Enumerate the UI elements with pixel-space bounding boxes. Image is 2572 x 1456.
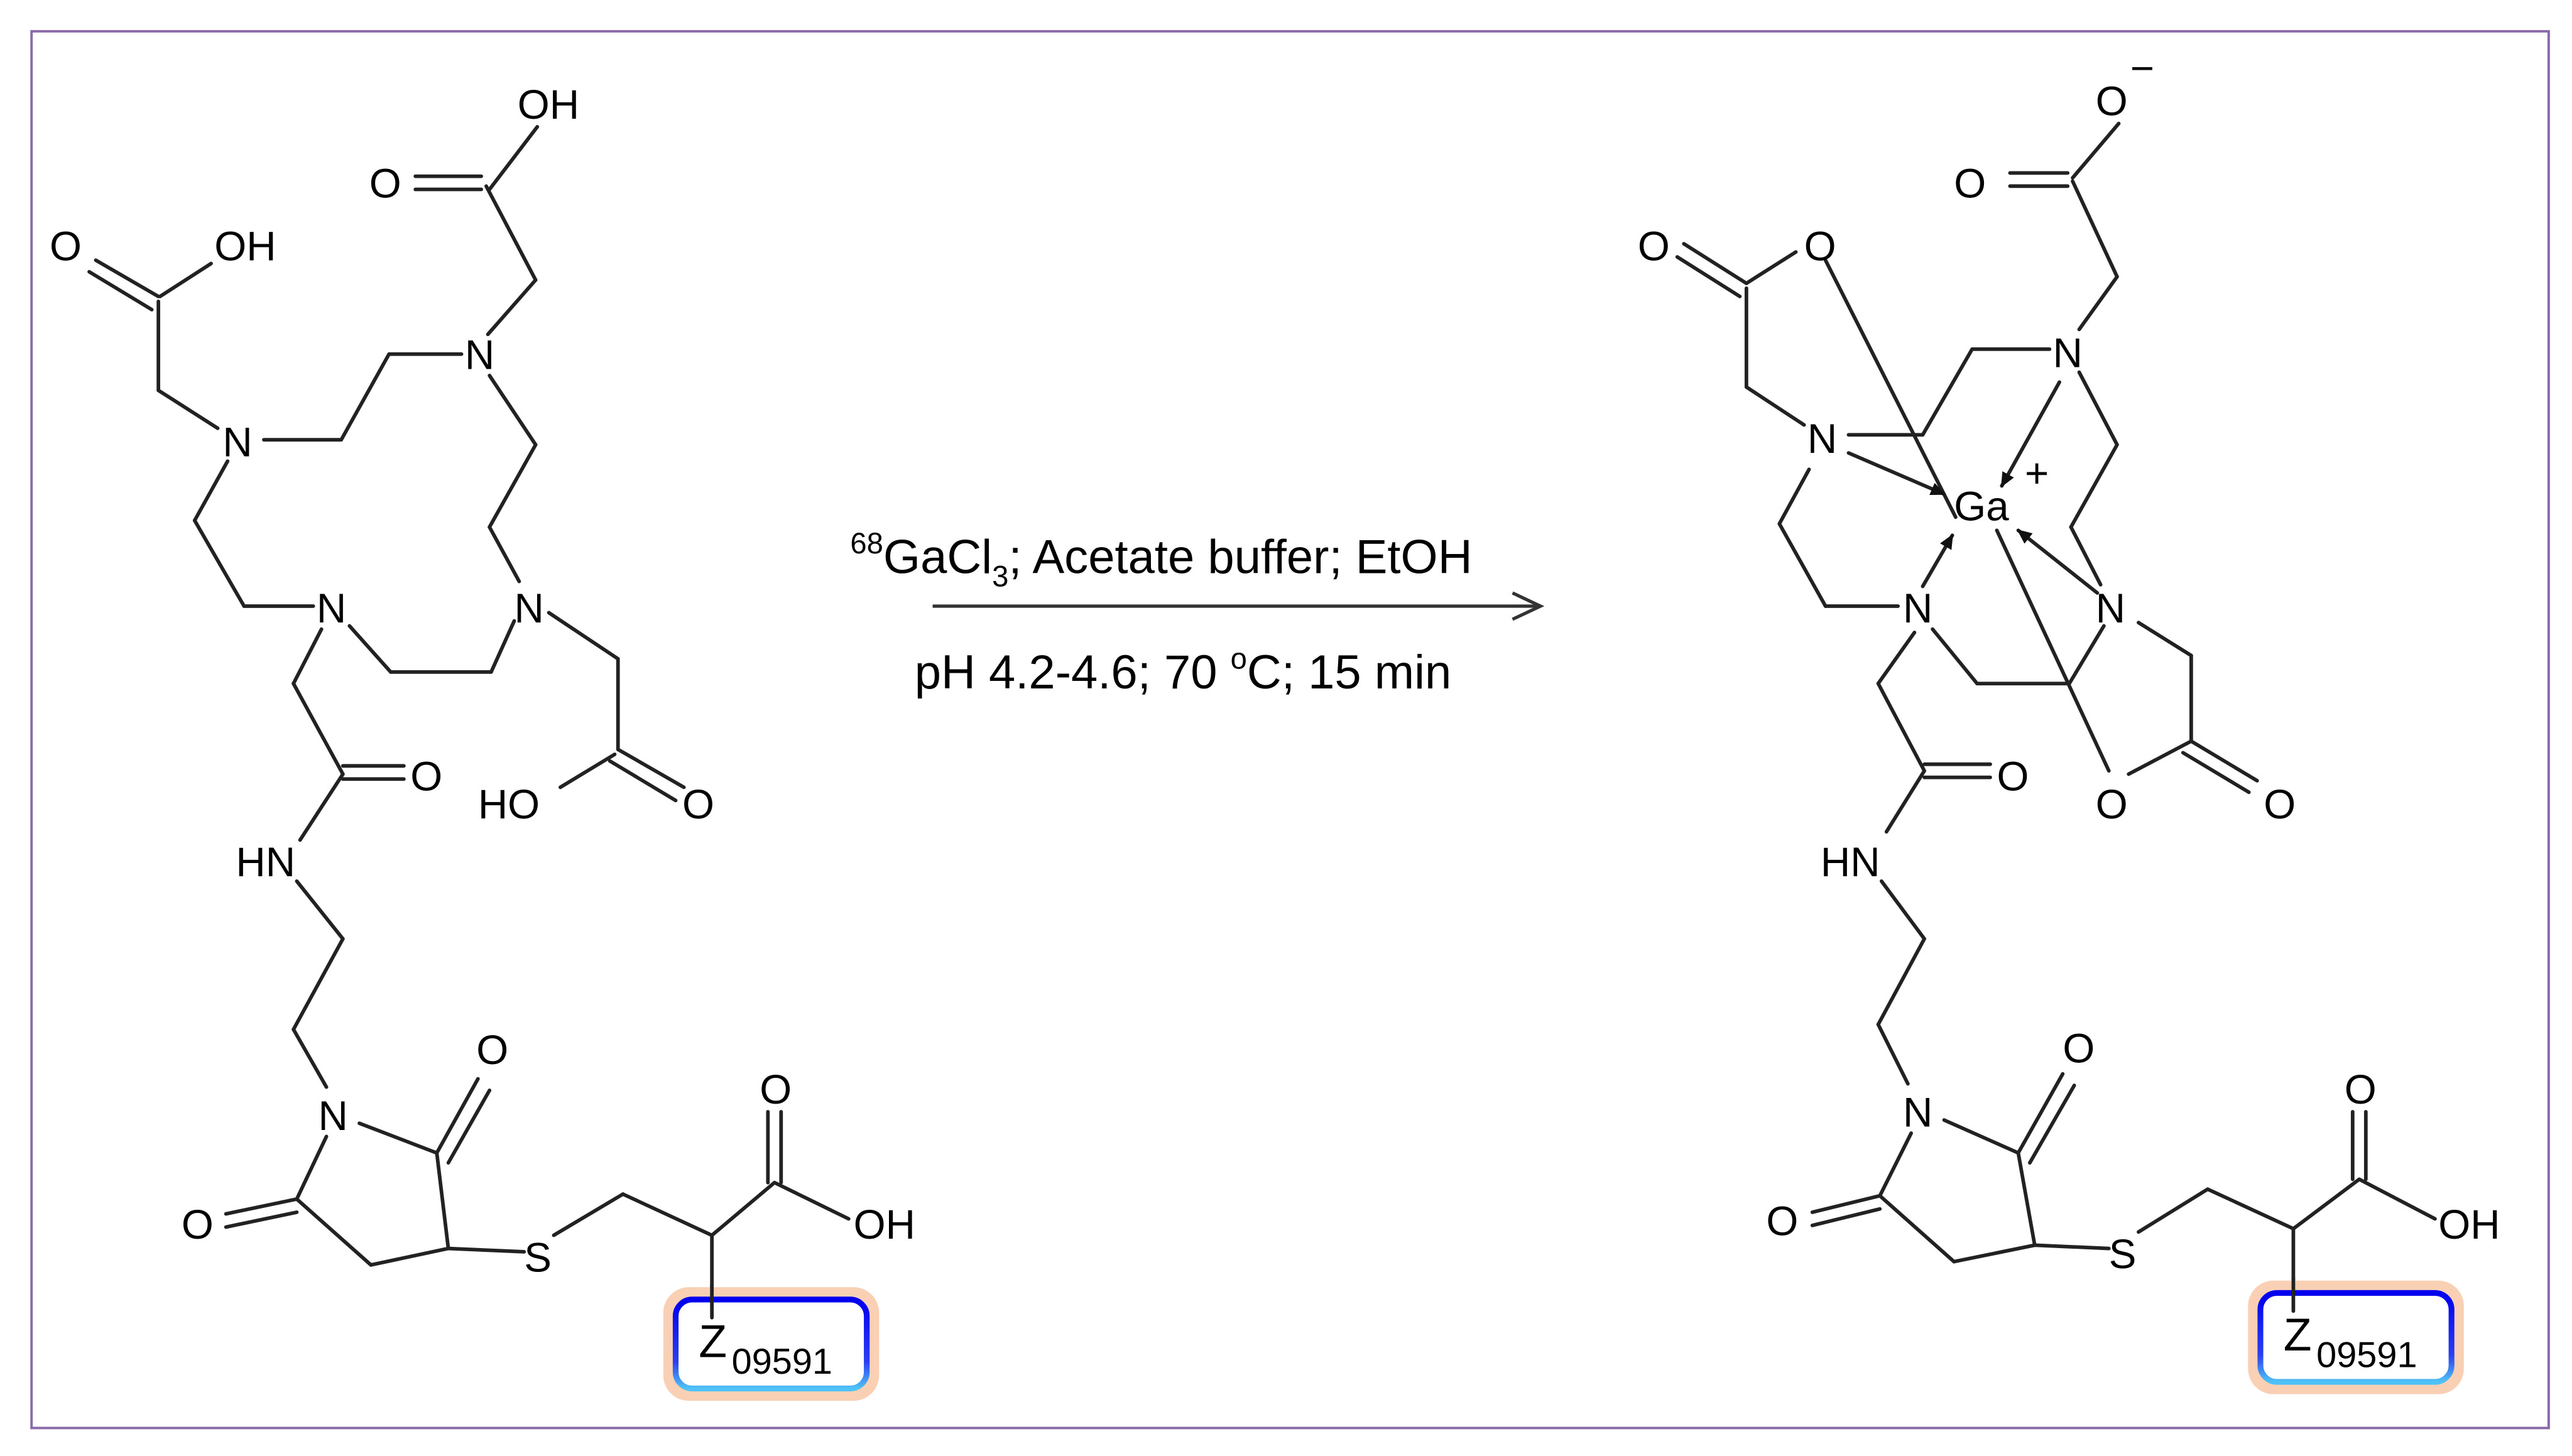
atom-o-left: O: [1638, 223, 1670, 269]
product-atom-labels: O − O O O N N N N Ga + O O O HN N O O S …: [1638, 45, 2500, 1277]
reactant-atom-labels: OH O O OH N N N N O HO O HN N O O S O OH: [50, 82, 915, 1281]
atom-ho-right: HO: [478, 781, 540, 827]
z-label-main: Z: [699, 1316, 727, 1367]
atom-hn: HN: [236, 839, 295, 885]
atom-n1: N: [222, 419, 252, 465]
atom-o-imide-left: O: [1766, 1198, 1798, 1244]
figure-frame: [30, 30, 2550, 1430]
atom-o-amide: O: [410, 754, 442, 800]
reagents-line: 68GaCl3; Acetate buffer; EtOH: [850, 527, 1472, 593]
atom-n3: N: [2096, 585, 2125, 631]
z-label-sub: 09591: [732, 1342, 832, 1382]
reaction-conditions: 68GaCl3; Acetate buffer; EtOH pH 4.2-4.6…: [850, 527, 1545, 699]
atom-n1: N: [1807, 416, 1837, 462]
atom-o-acid: O: [760, 1067, 792, 1112]
reagent-main: GaCl: [883, 531, 992, 584]
reagent-subscript: 3: [992, 560, 1008, 593]
atom-n2: N: [2053, 330, 2083, 376]
atom-oh-acid: OH: [854, 1202, 915, 1247]
atom-o-top: O: [369, 161, 401, 207]
atom-o-top: O: [1954, 161, 1986, 207]
atom-n-imide: N: [318, 1093, 347, 1139]
reactant-structure: [87, 125, 851, 1320]
conditions-line: pH 4.2-4.6; 70 oC; 15 min: [915, 643, 1452, 699]
z-label-main: Z: [2284, 1309, 2312, 1361]
z-label-sub: 09591: [2316, 1335, 2417, 1375]
product-z-label-box: Z 09591: [2248, 1276, 2464, 1394]
atom-o-bottom-right: O: [2264, 781, 2296, 827]
atom-s: S: [524, 1234, 552, 1280]
charge-minus: −: [2130, 45, 2154, 91]
atom-o-imide-top: O: [476, 1027, 508, 1073]
atom-o-minus: O: [2096, 79, 2128, 124]
isotope-superscript: 68: [850, 527, 883, 560]
atom-o-bottom-bridge: O: [2096, 781, 2128, 827]
atom-n4: N: [317, 585, 346, 631]
atom-hn: HN: [1821, 839, 1880, 885]
reactant-z-label-box: Z 09591: [663, 1283, 880, 1401]
reagent-rest: ; Acetate buffer; EtOH: [1008, 531, 1472, 584]
atom-n3: N: [515, 585, 544, 631]
atom-o-acid: O: [2345, 1067, 2377, 1112]
atom-o-amide: O: [1997, 754, 2029, 800]
product-structure: [1675, 121, 2437, 1313]
atom-o-imide-left: O: [182, 1202, 214, 1247]
atom-o-left: O: [50, 223, 82, 269]
atom-o-imide-top: O: [2063, 1025, 2095, 1071]
atom-o-right: O: [682, 781, 714, 827]
atom-n2: N: [465, 332, 494, 378]
atom-oh-top: OH: [518, 82, 579, 128]
charge-plus: +: [2025, 450, 2049, 496]
atom-oh-acid: OH: [2438, 1202, 2500, 1247]
atom-o-bridge: O: [1804, 223, 1836, 269]
degree-superscript: o: [1231, 643, 1247, 676]
atom-s: S: [2109, 1231, 2137, 1277]
atom-n-imide: N: [1903, 1090, 1932, 1136]
atom-oh-left: OH: [214, 223, 276, 269]
atom-ga: Ga: [1954, 484, 2009, 530]
atom-n4: N: [1903, 585, 1932, 631]
